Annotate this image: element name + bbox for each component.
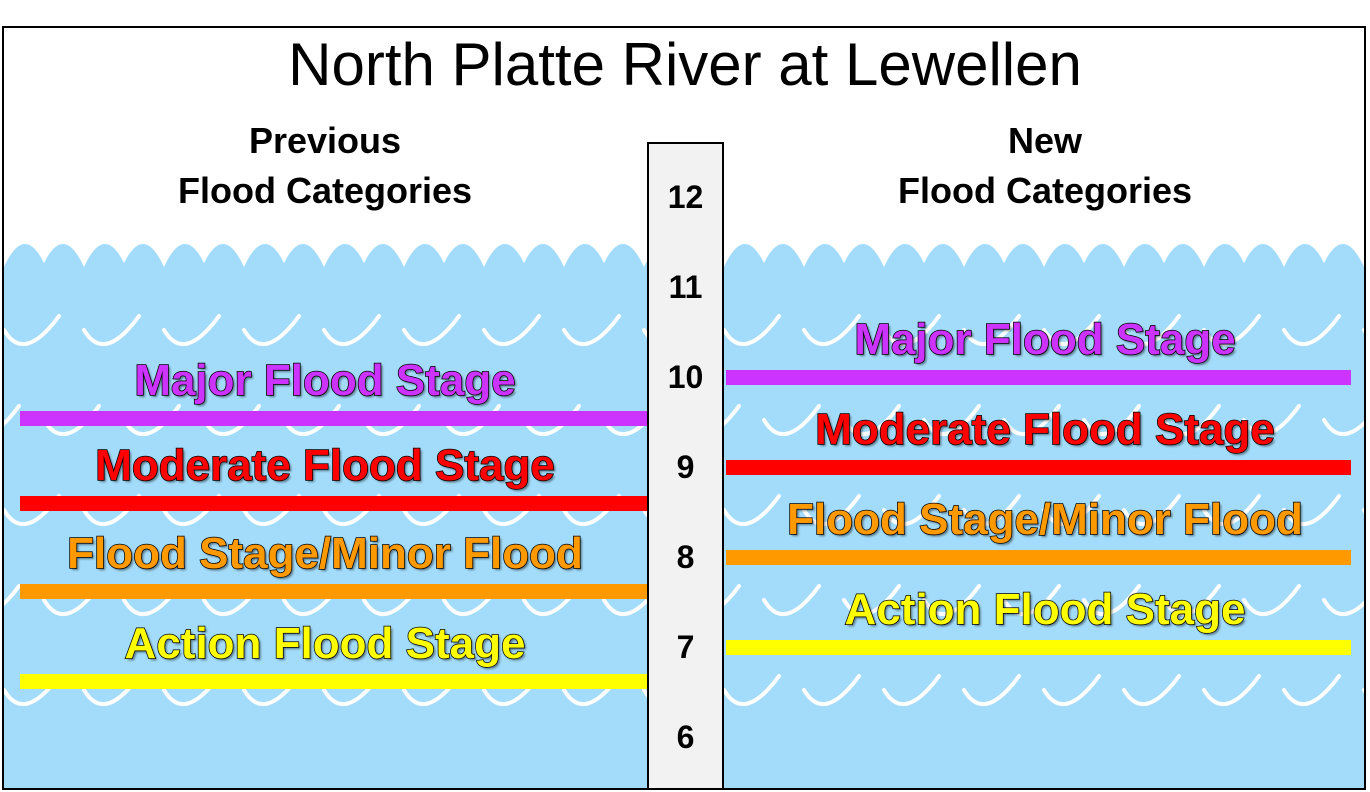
new-heading-line1: New: [1007, 120, 1083, 161]
flood-category-label: Action Flood Stage: [124, 618, 526, 669]
gauge-tick-label: 6: [676, 719, 695, 755]
gauge-tick-label: 11: [668, 269, 703, 305]
previous-heading-line2: Flood Categories: [177, 170, 473, 211]
previous-panel-heading: Previous Flood Categories: [30, 116, 620, 216]
flood-category-line: [20, 674, 647, 690]
flood-category-label: Major Flood Stage: [134, 355, 517, 406]
flood-category-label: Flood Stage/Minor Flood: [786, 494, 1303, 545]
wave-line: [4, 314, 647, 347]
gauge-tick-label: 8: [676, 539, 695, 575]
new-panel-heading: New Flood Categories: [740, 116, 1350, 216]
gauge-tick-label: 10: [667, 359, 704, 395]
flood-category-label: Flood Stage/Minor Flood: [66, 528, 583, 579]
flood-category-line: [20, 410, 647, 426]
wave-line: [724, 404, 1364, 437]
flood-category-line: [20, 496, 647, 511]
gauge-tick-label: 7: [676, 629, 695, 665]
wave-line: [724, 314, 1364, 347]
wave-line: [4, 584, 647, 617]
flood-category-line: [726, 370, 1351, 385]
new-heading-line2: Flood Categories: [897, 170, 1193, 211]
diagram-title: North Platte River at Lewellen: [288, 31, 1082, 98]
flood-category-line: [726, 550, 1351, 565]
previous-heading-line1: Previous: [248, 120, 402, 161]
gauge-tick-label: 12: [667, 179, 704, 215]
flood-category-line: [726, 640, 1351, 655]
wave-line: [724, 674, 1364, 707]
flood-category-label: Major Flood Stage: [854, 314, 1237, 365]
wave-line: [4, 674, 647, 707]
wave-line: [724, 494, 1364, 527]
flood-category-line: [726, 460, 1351, 475]
stage-gauge: [647, 142, 724, 790]
wave-line: [4, 404, 647, 437]
wave-line: [724, 584, 1364, 617]
flood-category-label: Action Flood Stage: [844, 584, 1246, 635]
wave-line: [4, 494, 647, 527]
flood-category-label: Moderate Flood Stage: [814, 404, 1275, 455]
flood-category-label: Moderate Flood Stage: [94, 440, 555, 491]
flood-category-line: [20, 584, 647, 600]
water-body: [4, 244, 647, 788]
gauge-tick-label: 9: [676, 449, 695, 485]
